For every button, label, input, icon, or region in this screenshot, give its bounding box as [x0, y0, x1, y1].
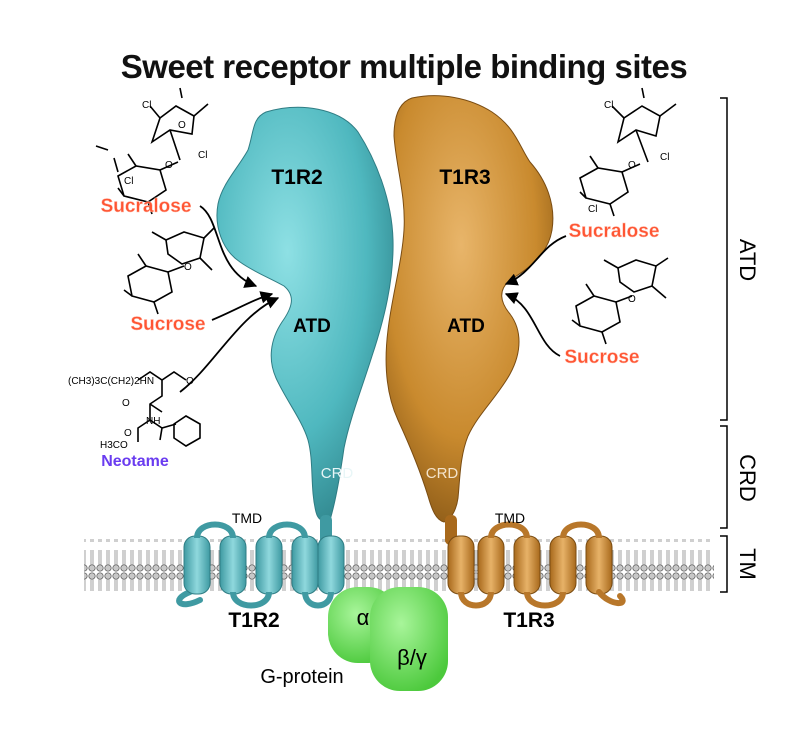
left-neotame-nh: NH	[146, 416, 160, 427]
t1r2-ectodomain	[216, 106, 394, 522]
right-sucralose-cl-1: Cl	[604, 100, 613, 111]
right-sucrose-o-1: O	[628, 294, 636, 305]
left-neotame-o-2: O	[122, 398, 130, 409]
left-sucralose-cl-1: Cl	[142, 100, 151, 111]
left-sucralose-structure	[95, 87, 209, 215]
domain-label-atd: ATD	[735, 239, 760, 281]
left-neotame-structure	[137, 371, 201, 447]
t1r3-name: T1R3	[439, 166, 490, 189]
left-sucralose-cl-2: Cl	[198, 150, 207, 161]
g-betagamma-label: β/γ	[397, 645, 427, 670]
domain-bracket	[720, 97, 728, 593]
left-neotame-o-1: O	[186, 376, 194, 387]
t1r2-name: T1R2	[271, 166, 322, 189]
t1r2-tmd	[176, 521, 345, 609]
left-sucrose-o-1: O	[184, 262, 192, 273]
diagram-title: Sweet receptor multiple binding sites	[120, 48, 688, 85]
left-neotame-chain: (CH3)3C(CH2)2HN	[68, 376, 154, 387]
t1r3-ectodomain	[385, 95, 554, 523]
right-binding-arrows	[504, 235, 567, 357]
g-protein	[328, 587, 448, 691]
t1r2-crd-label: CRD	[321, 465, 354, 482]
left-ligand-sucrose: Sucrose	[131, 314, 206, 335]
right-sucralose-o-1: O	[628, 160, 636, 171]
t1r3-bottom-label: T1R3	[503, 609, 554, 632]
lipid-bilayer	[84, 539, 714, 591]
t1r2-bottom-label: T1R2	[228, 609, 279, 632]
t1r3-crd-label: CRD	[426, 465, 459, 482]
left-neotame-o-3: O	[124, 428, 132, 439]
left-neotame-methyl: H3CO	[100, 440, 128, 451]
right-ligand-sucralose: Sucralose	[569, 221, 660, 242]
g-protein-label: G-protein	[260, 666, 343, 688]
right-sucrose-structure	[571, 257, 669, 345]
left-sucrose-structure	[123, 227, 215, 315]
right-ligand-sucrose: Sucrose	[565, 347, 640, 368]
left-binding-arrows	[179, 205, 280, 393]
left-sucralose-o-1: O	[178, 120, 186, 131]
g-betagamma-subunit	[370, 587, 448, 691]
domain-label-crd: CRD	[735, 454, 760, 502]
right-sucralose-cl-3: Cl	[588, 204, 597, 215]
domain-label-tm: TM	[735, 548, 760, 580]
t1r2-tmd-label: TMD	[232, 510, 262, 526]
t1r3-tmd-label: TMD	[495, 510, 525, 526]
left-ligand-sucralose: Sucralose	[101, 196, 192, 217]
left-sucralose-o-2: O	[165, 160, 173, 171]
right-sucralose-structure	[579, 87, 677, 217]
g-alpha-label: α	[357, 605, 370, 630]
right-sucralose-cl-2: Cl	[660, 152, 669, 163]
left-sucralose-cl-3: Cl	[124, 176, 133, 187]
t1r3-atd-label: ATD	[447, 316, 485, 337]
left-ligand-neotame: Neotame	[101, 453, 169, 470]
t1r3-tmd	[447, 521, 626, 609]
t1r2-atd-label: ATD	[293, 316, 331, 337]
